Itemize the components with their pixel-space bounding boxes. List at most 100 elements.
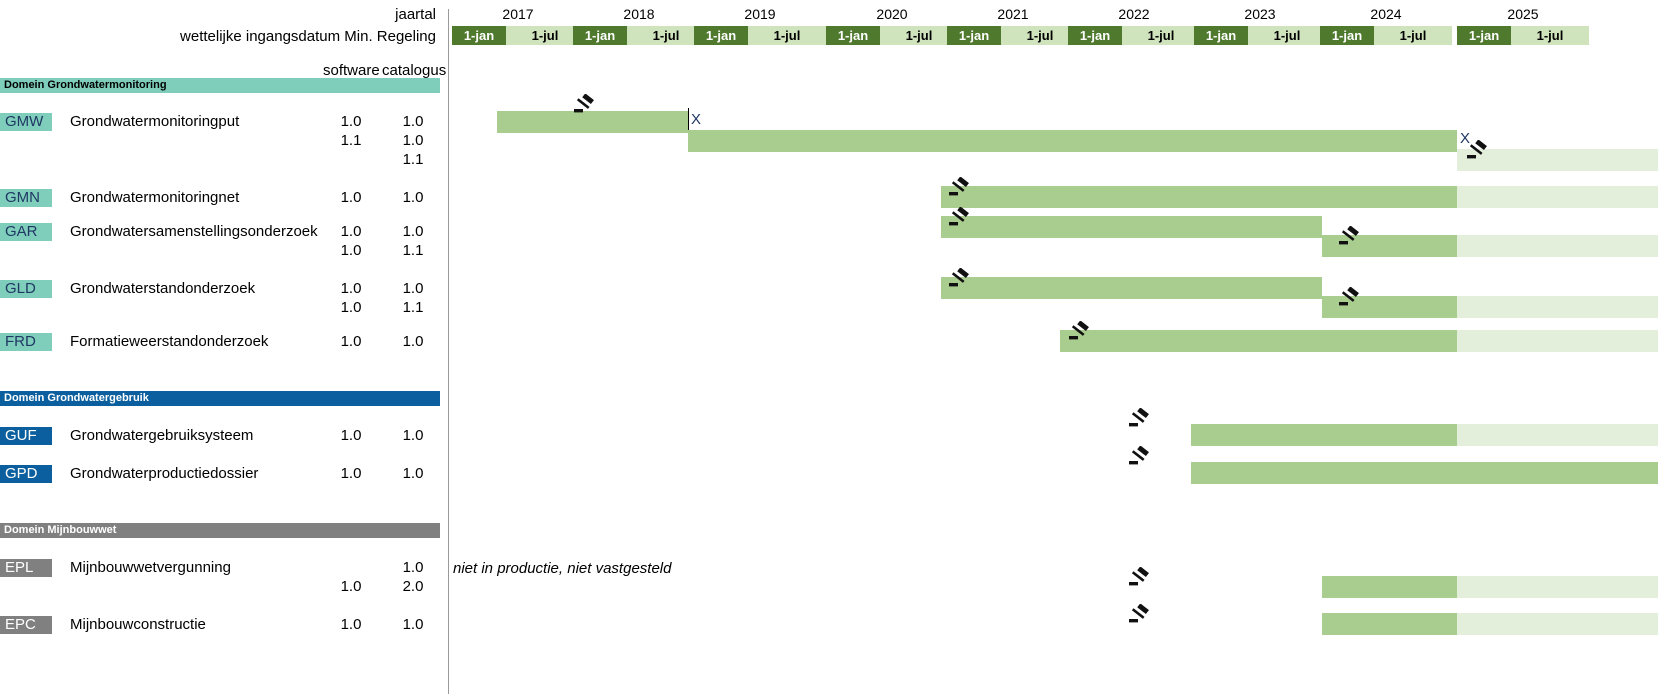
year-label-2020: 2020 [876, 6, 908, 22]
year-2017-jan-cell[interactable]: 1-jan [452, 26, 506, 45]
gavel-icon [1128, 603, 1154, 626]
gmn-catalogus-v1: 1.0 [402, 189, 424, 206]
year-label-2022: 2022 [1118, 6, 1150, 22]
gmw-catalogus-v1: 1.0 [402, 113, 424, 130]
gpd-software-v1: 1.0 [340, 465, 362, 482]
timeline-chart: 2017 1-jan 1-jul 2018 1-jan 1-jul 2019 1… [448, 0, 1658, 694]
epc-catalogus-v1: 1.0 [402, 616, 424, 633]
x-marker: X [691, 111, 702, 128]
year-label-2023: 2023 [1244, 6, 1276, 22]
timeline-bar-epc-future[interactable] [1457, 613, 1658, 635]
gar-catalogus-v2: 1.1 [402, 242, 424, 259]
year-2023-jan-cell[interactable]: 1-jan [1194, 26, 1248, 45]
year-2021-jan-cell[interactable]: 1-jan [947, 26, 1001, 45]
timeline-bar-gmw-cat-1-1[interactable] [1457, 149, 1658, 171]
year-2023-jul-cell[interactable]: 1-jul [1248, 26, 1326, 45]
timeline-bar-epc-1-0[interactable] [1322, 613, 1457, 635]
year-2018-jul-cell[interactable]: 1-jul [627, 26, 705, 45]
registration-name-gmn: Grondwatermonitoringnet [70, 189, 240, 206]
timeline-bar-gld-1-1[interactable] [1322, 296, 1457, 318]
year-2022-jan-cell[interactable]: 1-jan [1068, 26, 1122, 45]
gpd-catalogus-v1: 1.0 [402, 465, 424, 482]
gld-catalogus-v2: 1.1 [402, 299, 424, 316]
guf-software-v1: 1.0 [340, 427, 362, 444]
gavel-icon [948, 176, 974, 199]
timeline-bar-gpd-1-0[interactable] [1191, 462, 1658, 484]
registration-code-gmn[interactable]: GMN [0, 189, 52, 207]
timeline-bar-gmw-1-0[interactable] [497, 111, 689, 133]
registration-name-gar: Grondwatersamenstellingsonderzoek [70, 223, 318, 240]
frd-catalogus-v1: 1.0 [402, 333, 424, 350]
timeline-bar-frd-1-0[interactable] [1060, 330, 1457, 352]
registration-name-epl: Mijnbouwwetvergunning [70, 559, 231, 576]
epl-catalogus-v1: 1.0 [402, 559, 424, 576]
year-2025-jan-cell[interactable]: 1-jan [1457, 26, 1511, 45]
year-2019-jan-cell[interactable]: 1-jan [694, 26, 748, 45]
left-label-panel: jaartal wettelijke ingangsdatum Min. Reg… [0, 0, 448, 694]
gmn-software-v1: 1.0 [340, 189, 362, 206]
timeline-bar-gmn-future[interactable] [1457, 186, 1658, 208]
gar-software-v2: 1.0 [340, 242, 362, 259]
year-2017-jul-cell[interactable]: 1-jul [506, 26, 584, 45]
gar-software-v1: 1.0 [340, 223, 362, 240]
column-header-software: software [323, 62, 380, 79]
year-label-2021: 2021 [997, 6, 1029, 22]
note-niet-in-productie: niet in productie, niet vastgesteld [453, 560, 672, 577]
domain-header-grondwatergebruik: Domein Grondwatergebruik [0, 391, 440, 406]
registration-code-gld[interactable]: GLD [0, 280, 52, 298]
gavel-icon [1068, 320, 1094, 343]
gavel-icon [1128, 566, 1154, 589]
year-2020-jul-cell[interactable]: 1-jul [880, 26, 958, 45]
registration-code-epl[interactable]: EPL [0, 559, 52, 577]
timeline-bar-gar-1-1[interactable] [1322, 235, 1457, 257]
gmw-software-v1: 1.0 [340, 113, 362, 130]
registration-code-gpd[interactable]: GPD [0, 465, 52, 483]
panel-divider [448, 9, 449, 694]
registration-code-guf[interactable]: GUF [0, 427, 52, 445]
epl-catalogus-v2: 2.0 [402, 578, 424, 595]
registration-code-gar[interactable]: GAR [0, 223, 52, 241]
timeline-bar-gar-future[interactable] [1457, 235, 1658, 257]
frd-software-v1: 1.0 [340, 333, 362, 350]
year-2025-jul-cell[interactable]: 1-jul [1511, 26, 1589, 45]
timeline-bar-gmn-1-0[interactable] [941, 186, 1457, 208]
registration-code-epc[interactable]: EPC [0, 616, 52, 634]
registration-name-gld: Grondwaterstandonderzoek [70, 280, 256, 297]
registration-code-frd[interactable]: FRD [0, 333, 52, 351]
guf-catalogus-v1: 1.0 [402, 427, 424, 444]
gmw-software-v2: 1.1 [340, 132, 362, 149]
timeline-bar-guf-future[interactable] [1457, 424, 1658, 446]
timeline-bar-gld-1-0[interactable] [941, 277, 1322, 299]
timeline-bar-gar-1-0[interactable] [941, 216, 1322, 238]
year-2018-jan-cell[interactable]: 1-jan [573, 26, 627, 45]
year-2019-jul-cell[interactable]: 1-jul [748, 26, 826, 45]
registration-name-gmw: Grondwatermonitoringput [70, 113, 240, 130]
timeline-bar-guf-1-0[interactable] [1191, 424, 1457, 446]
timeline-bar-epl-2-0[interactable] [1322, 576, 1457, 598]
registration-name-gpd: Grondwaterproductiedossier [70, 465, 259, 482]
timeline-bar-frd-future[interactable] [1457, 330, 1658, 352]
header-wettelijke-ingangsdatum-label: wettelijke ingangsdatum Min. Regeling [180, 28, 436, 45]
gmw-catalogus-v2: 1.0 [402, 132, 424, 149]
gavel-icon [1338, 286, 1364, 309]
timeline-bar-gld-future[interactable] [1457, 296, 1658, 318]
year-2024-jul-cell[interactable]: 1-jul [1374, 26, 1452, 45]
gavel-icon [1128, 445, 1154, 468]
header-jaartal-label: jaartal [395, 6, 436, 23]
timeline-bar-epl-future[interactable] [1457, 576, 1658, 598]
gavel-icon [1128, 407, 1154, 430]
gmw-catalogus-v3: 1.1 [402, 151, 424, 168]
year-2022-jul-cell[interactable]: 1-jul [1122, 26, 1200, 45]
year-2021-jul-cell[interactable]: 1-jul [1001, 26, 1079, 45]
registration-name-epc: Mijnbouwconstructie [70, 616, 206, 633]
timeline-bar-gmw-1-1[interactable] [688, 130, 1457, 152]
domain-header-mijnbouwwet: Domein Mijnbouwwet [0, 523, 440, 538]
gar-catalogus-v1: 1.0 [402, 223, 424, 240]
gld-software-v2: 1.0 [340, 299, 362, 316]
gld-software-v1: 1.0 [340, 280, 362, 297]
registration-code-gmw[interactable]: GMW [0, 113, 52, 131]
gavel-icon [1466, 139, 1492, 162]
year-2024-jan-cell[interactable]: 1-jan [1320, 26, 1374, 45]
year-2020-jan-cell[interactable]: 1-jan [826, 26, 880, 45]
